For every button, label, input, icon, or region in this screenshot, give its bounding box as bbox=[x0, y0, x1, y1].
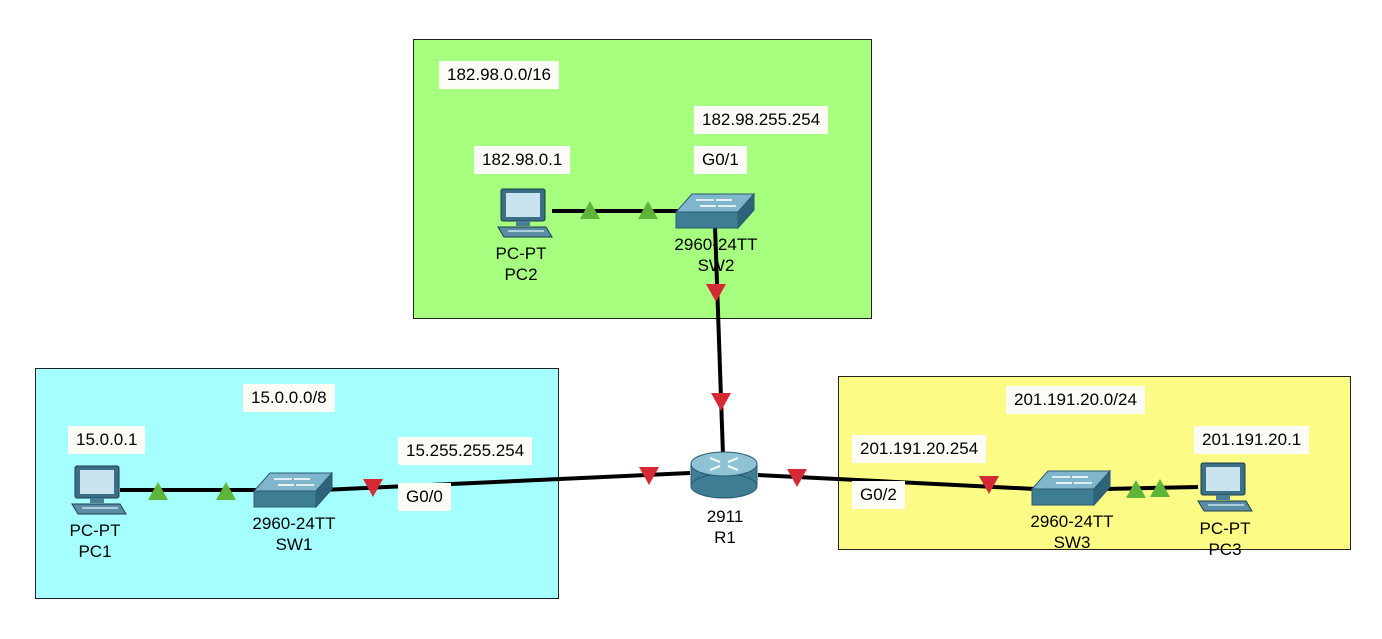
interface-ip-label: 201.191.20.254 bbox=[852, 435, 987, 463]
interface-port-label: G0/0 bbox=[398, 483, 451, 511]
link-down-marker bbox=[979, 476, 999, 494]
device-name: SW1 bbox=[275, 535, 313, 554]
link-down-marker bbox=[706, 284, 726, 302]
pc2-ip-label: 182.98.0.1 bbox=[474, 146, 571, 174]
pc-icon[interactable] bbox=[496, 187, 554, 241]
interface-port-label: G0/2 bbox=[852, 481, 905, 509]
link-down-marker bbox=[787, 469, 807, 487]
device-type: 2911 bbox=[706, 507, 744, 526]
link-up-marker bbox=[216, 482, 236, 500]
pc2-caption: PC-PT PC2 bbox=[486, 243, 556, 285]
network-label: 15.0.0.0/8 bbox=[243, 384, 335, 412]
switch-icon[interactable] bbox=[674, 192, 756, 232]
switch-icon[interactable] bbox=[1030, 469, 1112, 509]
device-name: R1 bbox=[714, 528, 736, 547]
interface-ip-label: 182.98.255.254 bbox=[694, 106, 829, 134]
link-up-marker bbox=[148, 482, 168, 500]
pc-icon[interactable] bbox=[1196, 461, 1254, 515]
pc1-caption: PC-PT PC1 bbox=[60, 520, 130, 562]
link-sw3-pc3[interactable] bbox=[1104, 485, 1199, 491]
sw3-caption: 2960-24TT SW3 bbox=[1022, 511, 1122, 553]
router-icon[interactable] bbox=[688, 450, 760, 502]
pc-icon[interactable] bbox=[70, 464, 128, 518]
interface-ip-label: 15.255.255.254 bbox=[398, 437, 533, 465]
device-name: PC1 bbox=[78, 542, 112, 561]
switch-icon[interactable] bbox=[252, 471, 334, 511]
device-type: PC-PT bbox=[69, 521, 121, 540]
pc3-caption: PC-PT PC3 bbox=[1190, 518, 1260, 560]
device-name: SW3 bbox=[1053, 533, 1091, 552]
link-up-marker bbox=[1150, 479, 1170, 497]
link-down-marker bbox=[639, 467, 659, 485]
device-name: SW2 bbox=[697, 256, 735, 275]
network-label: 201.191.20.0/24 bbox=[1006, 386, 1145, 414]
r1-caption: 2911 R1 bbox=[690, 506, 760, 548]
device-name: PC2 bbox=[504, 265, 538, 284]
sw1-caption: 2960-24TT SW1 bbox=[244, 513, 344, 555]
link-up-marker bbox=[580, 201, 600, 219]
pc1-ip-label: 15.0.0.1 bbox=[68, 426, 146, 454]
device-name: PC3 bbox=[1208, 540, 1242, 559]
device-type: 2960-24TT bbox=[252, 514, 336, 533]
device-type: 2960-24TT bbox=[1030, 512, 1114, 531]
device-type: PC-PT bbox=[495, 244, 547, 263]
link-down-marker bbox=[363, 479, 383, 497]
device-type: PC-PT bbox=[1199, 519, 1251, 538]
network-label: 182.98.0.0/16 bbox=[439, 61, 559, 89]
link-sw1-r1[interactable] bbox=[321, 471, 691, 492]
link-sw2-r1[interactable] bbox=[713, 225, 725, 456]
pc3-ip-label: 201.191.20.1 bbox=[1194, 426, 1310, 454]
sw2-caption: 2960-24TT SW2 bbox=[666, 234, 766, 276]
link-up-marker bbox=[1126, 480, 1146, 498]
device-type: 2960-24TT bbox=[674, 235, 758, 254]
link-up-marker bbox=[638, 201, 658, 219]
interface-port-label: G0/1 bbox=[694, 146, 747, 174]
link-down-marker bbox=[711, 393, 731, 411]
